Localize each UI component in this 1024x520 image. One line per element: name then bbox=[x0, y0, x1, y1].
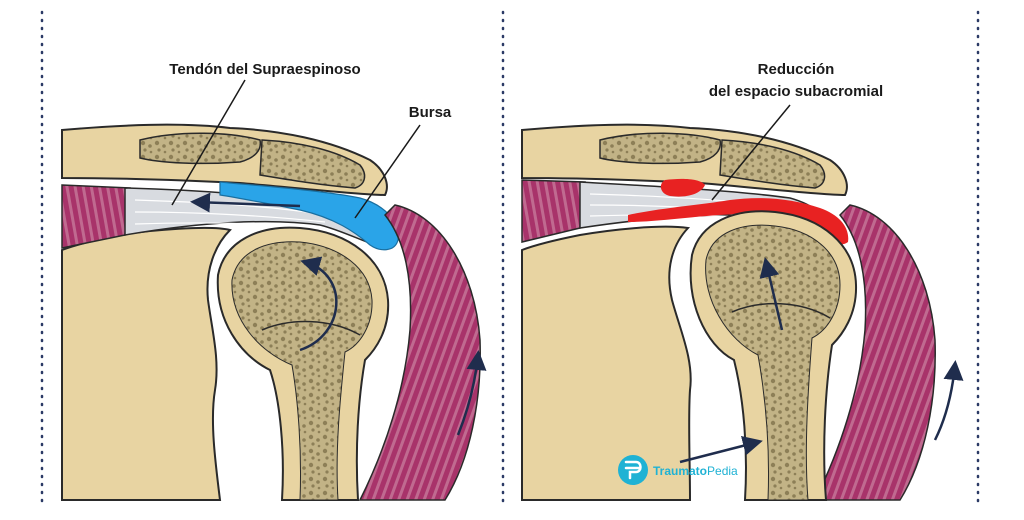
scapula-bone bbox=[521, 225, 692, 501]
traumatopedia-logo: TraumatoPedia bbox=[618, 455, 738, 485]
normal-shoulder-panel: Tendón del Supraespinoso Bursa bbox=[61, 61, 487, 501]
reduction-pointer-line bbox=[711, 104, 791, 201]
humerus-spongy-bone bbox=[705, 224, 841, 501]
logo-mark-icon bbox=[624, 460, 642, 480]
tendon-pointer-line bbox=[171, 79, 246, 206]
supraspinatus-muscle bbox=[521, 179, 586, 243]
impingement-shoulder-panel: Reducción del espacio subacromial Trauma… bbox=[521, 61, 964, 501]
bursa-pointer-line bbox=[354, 124, 421, 219]
deltoid-pull-arrow bbox=[933, 360, 964, 441]
growth-line bbox=[731, 302, 831, 319]
humerus-elevation-arrow bbox=[759, 257, 784, 331]
deltoid-muscle bbox=[358, 204, 481, 501]
clavicle-segment bbox=[599, 132, 722, 165]
growth-line bbox=[261, 320, 361, 336]
reduction-label-line2: del espacio subacromial bbox=[709, 83, 883, 100]
logo-circle bbox=[618, 455, 648, 485]
logo-wordmark: TraumatoPedia bbox=[653, 464, 738, 478]
deltoid-muscle bbox=[813, 204, 936, 501]
acromion-segment bbox=[259, 139, 366, 189]
tendon-pull-arrow bbox=[190, 192, 301, 213]
rotation-arrow bbox=[299, 256, 338, 352]
acromion-segment bbox=[719, 139, 826, 189]
scapula-bone bbox=[61, 226, 232, 501]
logo-name-part1: Traumato bbox=[653, 464, 707, 478]
inflamed-tissue-upper bbox=[660, 178, 705, 197]
reduction-label-line1: Reducción bbox=[758, 61, 835, 78]
tendon-fibers bbox=[134, 199, 331, 231]
logo-name-part2: Pedia bbox=[707, 464, 738, 478]
clavicle-segment bbox=[139, 132, 262, 165]
lateral-push-arrow bbox=[679, 436, 763, 464]
bursa-label: Bursa bbox=[409, 104, 452, 121]
supraspinatus-tendon-label: Tendón del Supraespinoso bbox=[169, 61, 360, 78]
deltoid-pull-arrow bbox=[456, 350, 487, 436]
inflamed-bursa bbox=[628, 198, 849, 245]
